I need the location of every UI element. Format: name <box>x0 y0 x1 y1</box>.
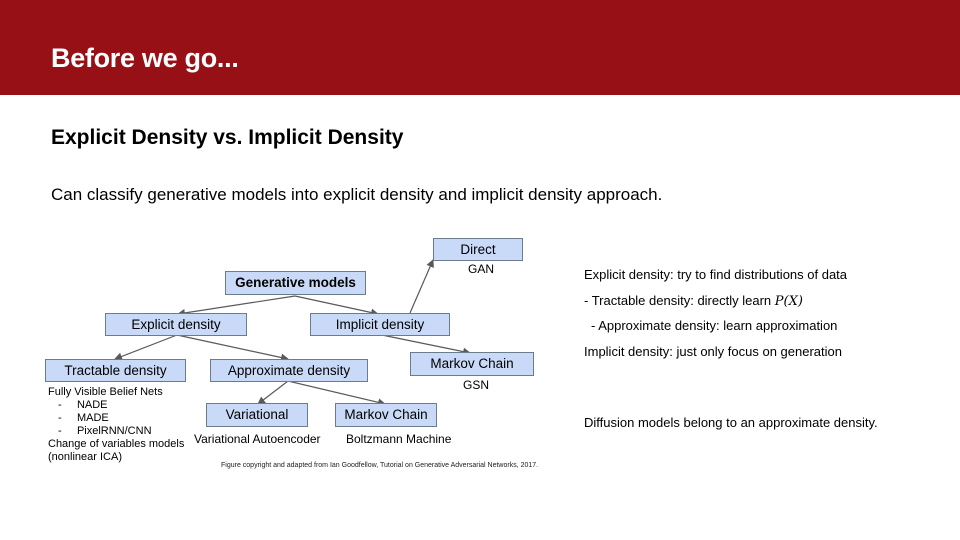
nonlinear-ica-label: (nonlinear ICA) <box>48 451 122 463</box>
tractable-density-note: - Tractable density: directly learn P(X) <box>584 293 803 309</box>
gsn-label: GSN <box>463 378 490 392</box>
edge-implicit-markov <box>381 334 471 356</box>
figure-caption: Figure copyright and adapted from Ian Go… <box>221 462 539 469</box>
approximate-density-node: Approximate density <box>210 359 368 382</box>
boltzmann-machine-label: Boltzmann Machine <box>346 432 452 446</box>
diffusion-note: Diffusion models belong to an approximat… <box>584 415 878 430</box>
notes-item-nade: - NADE <box>58 399 108 411</box>
intro-text: Can classify generative models into expl… <box>51 185 663 204</box>
implicit-density-node: Implicit density <box>310 313 450 336</box>
edge-approximate-markov <box>287 380 386 407</box>
tractable-density-node: Tractable density <box>45 359 186 382</box>
section-heading: Explicit Density vs. Implicit Density <box>51 126 404 149</box>
notes-item-made: - MADE <box>58 412 109 424</box>
fvbn-label: Fully Visible Belief Nets <box>48 386 163 398</box>
edge-explicit-tractable <box>114 334 178 361</box>
explicit-density-note: Explicit density: try to find distributi… <box>584 267 848 282</box>
explicit-density-node: Explicit density <box>105 313 247 336</box>
implicit-density-note: Implicit density: just only focus on gen… <box>584 344 842 359</box>
tractable-notes: Fully Visible Belief Nets - NADE - MADE … <box>48 386 184 464</box>
gan-label: GAN <box>468 262 495 276</box>
edge-root-implicit <box>294 295 379 317</box>
slide-title: Before we go... <box>51 43 239 73</box>
approximate-density-note: - Approximate density: learn approximati… <box>591 318 838 333</box>
edge-approximate-variational <box>257 380 289 405</box>
math-pofx: P(X) <box>774 294 803 309</box>
markov-chain-implicit-node: Markov Chain <box>410 352 534 376</box>
markov-chain-approximate-node: Markov Chain <box>335 403 437 427</box>
generative-models-node: Generative models <box>225 271 366 295</box>
variational-autoencoder-label: Variational Autoencoder <box>194 432 321 446</box>
edge-root-explicit <box>177 295 296 317</box>
title-bar: Before we go... <box>0 0 960 95</box>
edge-explicit-approximate <box>176 334 289 362</box>
variational-node: Variational <box>206 403 308 427</box>
notes-item-pixelrnn: - PixelRNN/CNN <box>58 425 152 437</box>
direct-node: Direct <box>433 238 523 261</box>
change-of-variables-label: Change of variables models <box>48 438 185 450</box>
edge-implicit-direct <box>409 259 434 314</box>
